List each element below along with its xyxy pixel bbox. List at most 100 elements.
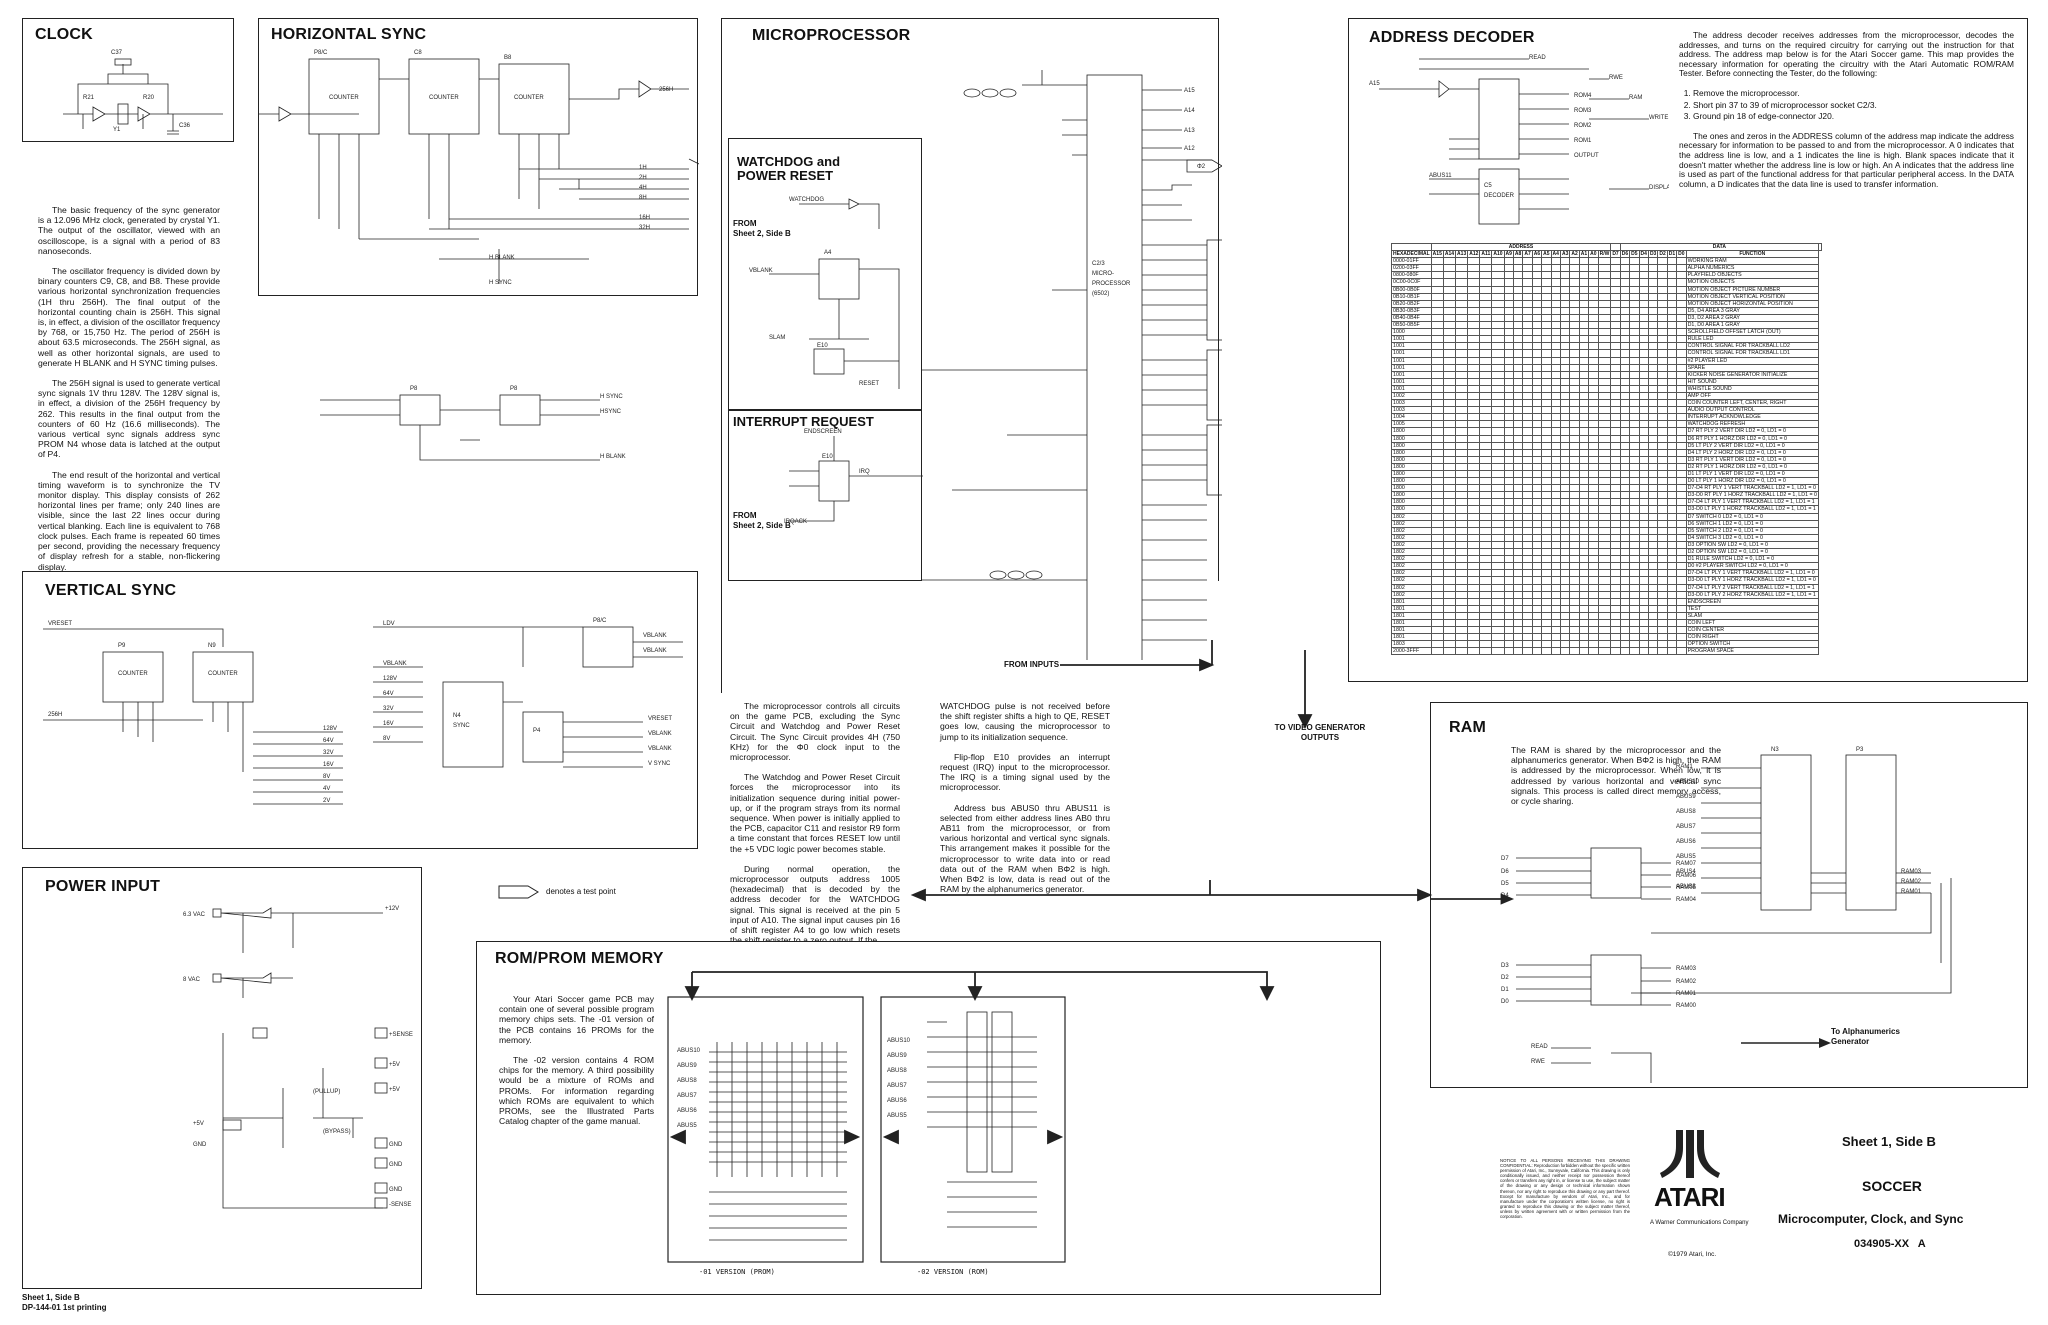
table-cell xyxy=(1503,399,1514,408)
table-cell xyxy=(1676,448,1687,457)
table-cell xyxy=(1619,505,1631,514)
table-cell xyxy=(1676,306,1687,315)
svg-text:ABUS5: ABUS5 xyxy=(887,1113,907,1119)
clock-paragraph: The 256H signal is used to generate vert… xyxy=(38,378,220,460)
table-cell xyxy=(1467,455,1481,464)
table-header-cell: A2 xyxy=(1569,250,1580,259)
table-header-cell: D3 xyxy=(1647,250,1659,259)
table-cell xyxy=(1455,611,1469,620)
table-cell xyxy=(1619,569,1631,578)
table-header-cell: A7 xyxy=(1522,250,1533,259)
table-cell xyxy=(1512,583,1524,592)
table-cell xyxy=(1578,512,1590,521)
table-cell xyxy=(1610,413,1621,422)
table-cell xyxy=(1578,399,1590,408)
table-cell xyxy=(1491,477,1505,486)
svg-text:ENDSCREEN: ENDSCREEN xyxy=(804,429,842,435)
table-cell xyxy=(1503,477,1514,486)
table-cell xyxy=(1531,640,1543,649)
table-cell xyxy=(1442,590,1457,599)
svg-text:64V: 64V xyxy=(323,738,334,744)
table-cell xyxy=(1550,377,1561,386)
table-cell xyxy=(1657,299,1668,308)
table-cell xyxy=(1629,399,1640,408)
table-cell xyxy=(1588,548,1599,557)
table-cell xyxy=(1455,406,1469,415)
table-cell xyxy=(1559,533,1571,542)
table-cell xyxy=(1676,349,1687,358)
table-cell xyxy=(1638,626,1649,635)
table-cell xyxy=(1512,441,1524,450)
table-cell xyxy=(1657,306,1668,315)
table-cell xyxy=(1479,370,1493,379)
table-cell xyxy=(1491,257,1505,266)
drawing-subtitle: Microcomputer, Clock, and Sync xyxy=(1778,1212,1964,1226)
table-cell xyxy=(1467,335,1481,344)
table-cell xyxy=(1647,349,1659,358)
table-cell xyxy=(1442,618,1457,628)
table-cell xyxy=(1479,640,1493,649)
table-cell xyxy=(1638,590,1649,599)
table-cell: 1802 xyxy=(1391,576,1432,585)
svg-text:PROCESSOR: PROCESSOR xyxy=(1092,281,1131,287)
ram-title: RAM xyxy=(1449,719,1487,736)
table-cell xyxy=(1491,640,1505,649)
svg-text:D3: D3 xyxy=(1501,963,1509,969)
table-cell xyxy=(1503,349,1514,358)
table-cell xyxy=(1522,512,1533,521)
table-cell xyxy=(1569,363,1580,372)
table-cell xyxy=(1666,590,1678,599)
table-cell xyxy=(1647,512,1659,521)
table-cell xyxy=(1629,342,1640,351)
table-cell xyxy=(1503,533,1514,542)
table-cell xyxy=(1629,611,1640,620)
table-cell: D7-D4 LT PLY 1 VERT TRACKBALL LD2 = 1, L… xyxy=(1685,569,1820,578)
table-cell: 0200-03FF xyxy=(1391,264,1432,273)
table-cell xyxy=(1467,633,1481,642)
table-cell xyxy=(1522,363,1533,372)
table-cell xyxy=(1578,498,1590,507)
table-cell xyxy=(1619,271,1631,280)
table-cell xyxy=(1550,640,1561,649)
table-cell xyxy=(1597,342,1612,351)
table-cell xyxy=(1647,278,1659,287)
svg-text:2V: 2V xyxy=(323,798,330,804)
table-cell xyxy=(1610,618,1621,628)
table-cell xyxy=(1647,555,1659,564)
table-header-cell: A12 xyxy=(1467,250,1481,259)
table-cell: 1800 xyxy=(1391,434,1432,443)
table-cell xyxy=(1569,647,1580,656)
svg-text:COUNTER: COUNTER xyxy=(208,671,238,677)
table-cell xyxy=(1455,278,1469,287)
table-cell xyxy=(1512,363,1524,372)
table-cell xyxy=(1569,455,1580,464)
tester-step: Short pin 37 to 39 of microprocessor soc… xyxy=(1693,100,2014,111)
svg-text:C36: C36 xyxy=(179,123,191,129)
table-cell xyxy=(1666,292,1678,301)
table-cell xyxy=(1619,618,1631,628)
table-cell xyxy=(1666,626,1678,635)
table-cell xyxy=(1638,285,1649,294)
svg-text:8 VAC: 8 VAC xyxy=(183,977,201,983)
table-cell xyxy=(1578,633,1590,642)
table-cell xyxy=(1541,441,1552,450)
table-cell xyxy=(1619,342,1631,351)
table-cell xyxy=(1676,420,1687,429)
from-inputs-arrow xyxy=(1060,640,1313,730)
table-cell xyxy=(1578,640,1590,649)
table-cell xyxy=(1531,406,1543,415)
table-cell xyxy=(1647,633,1659,642)
table-cell xyxy=(1522,349,1533,358)
svg-text:RAM00: RAM00 xyxy=(1676,1003,1697,1009)
table-cell xyxy=(1491,399,1505,408)
table-cell xyxy=(1522,264,1533,273)
table-cell xyxy=(1467,427,1481,436)
table-cell: D1, D0 AREA 1 GRAY xyxy=(1685,321,1820,330)
table-cell xyxy=(1491,363,1505,372)
